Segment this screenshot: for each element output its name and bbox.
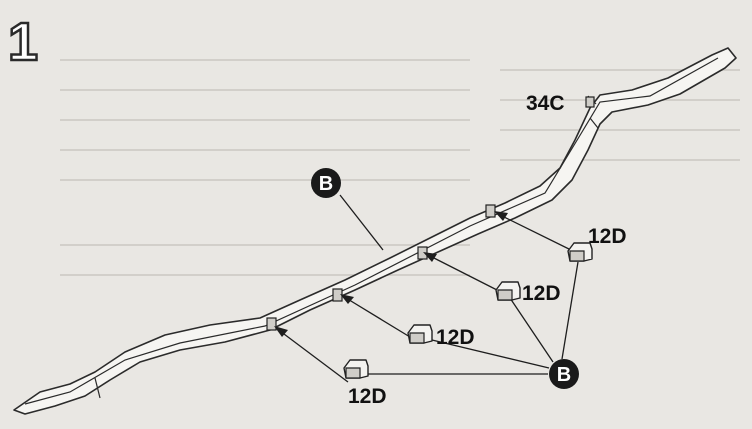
step-number: 1 bbox=[8, 12, 38, 72]
frame-rail-body bbox=[13, 47, 737, 415]
mounting-slot bbox=[266, 317, 277, 331]
part-label-12d: 12D bbox=[522, 282, 561, 305]
part-label-34c: 34C bbox=[526, 92, 565, 115]
b-connector-lines bbox=[360, 261, 579, 375]
part-12d bbox=[343, 359, 369, 379]
leader-lines bbox=[274, 211, 574, 383]
background-bleed-through bbox=[60, 59, 740, 276]
part-12d bbox=[567, 242, 593, 262]
badge-b-bottom-label: B bbox=[557, 364, 571, 386]
mounting-slot-34c bbox=[585, 96, 595, 108]
part-12d bbox=[407, 324, 433, 344]
part-label-12d: 12D bbox=[588, 225, 627, 248]
frame-rail bbox=[13, 47, 737, 415]
part-label-12d: 12D bbox=[348, 385, 387, 408]
part-12d bbox=[495, 281, 521, 301]
mounting-slot bbox=[332, 288, 343, 302]
badge-b-bottom: B bbox=[549, 359, 579, 389]
badge-b-top-label: B bbox=[319, 173, 333, 195]
part-label-12d: 12D bbox=[436, 326, 475, 349]
mounting-slot bbox=[485, 204, 496, 218]
b-top-leader bbox=[339, 194, 384, 251]
badge-b-top: B bbox=[311, 168, 341, 198]
